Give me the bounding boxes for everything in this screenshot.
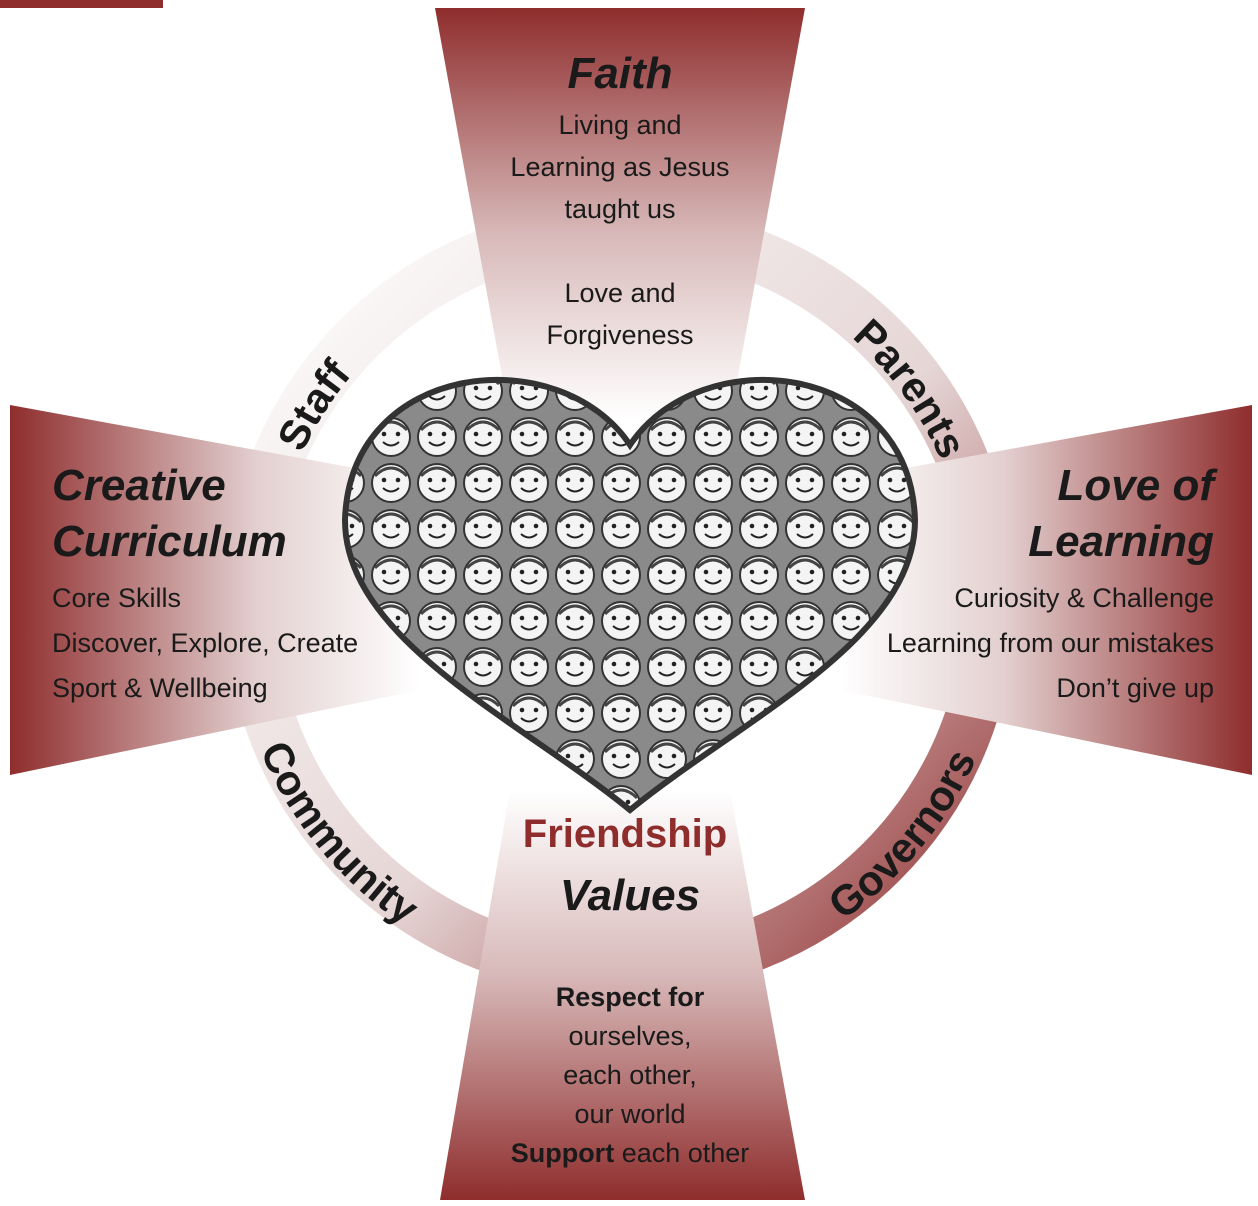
faith-line: Living and	[558, 110, 682, 140]
learning-arm	[840, 405, 1252, 775]
values-line: each other,	[563, 1060, 697, 1090]
faith-line: Forgiveness	[546, 320, 694, 350]
creative-title-line-2: Curriculum	[52, 517, 287, 566]
values-line: our world	[574, 1099, 686, 1129]
support-line: Support each other	[470, 1134, 790, 1173]
faith-arm	[435, 8, 805, 420]
corner-accent-bar	[0, 0, 163, 8]
learning-line: Learning from our mistakes	[886, 628, 1214, 658]
learning-line: Don’t give up	[1056, 673, 1214, 703]
faith-line: Love and	[564, 278, 676, 308]
learning-line: Curiosity & Challenge	[954, 583, 1214, 613]
faith-line: taught us	[564, 194, 676, 224]
support-label: Support	[510, 1138, 615, 1168]
learning-title-line-2: Learning	[1028, 517, 1214, 566]
heart-of-faces-drawing	[341, 377, 919, 814]
creative-line: Sport & Wellbeing	[52, 673, 268, 703]
faith-line-spacer	[470, 230, 770, 272]
creative-arm	[10, 405, 420, 775]
learning-title-line-1: Love of	[1057, 461, 1214, 510]
faith-line: Learning as Jesus	[510, 152, 730, 182]
creative-text: Core Skills Discover, Explore, Create Sp…	[52, 576, 358, 711]
values-arm	[440, 790, 805, 1200]
faith-title: Faith	[567, 49, 673, 98]
ring-label-governors: Governors	[820, 742, 985, 928]
faith-text: Living and Learning as Jesus taught us L…	[470, 104, 770, 356]
creative-line: Discover, Explore, Create	[52, 628, 359, 658]
values-title: Values	[559, 871, 701, 920]
respect-label: Respect for	[555, 982, 705, 1012]
values-line: ourselves,	[568, 1021, 692, 1051]
support-rest: each other	[614, 1138, 750, 1168]
learning-text: Curiosity & Challenge Learning from our …	[887, 576, 1214, 711]
creative-title-line-1: Creative	[52, 461, 226, 510]
values-heading: Friendship	[522, 812, 728, 856]
values-text: Respect for ourselves, each other, our w…	[470, 978, 790, 1173]
creative-line: Core Skills	[52, 583, 182, 613]
ring-label-community: Community	[252, 734, 428, 933]
